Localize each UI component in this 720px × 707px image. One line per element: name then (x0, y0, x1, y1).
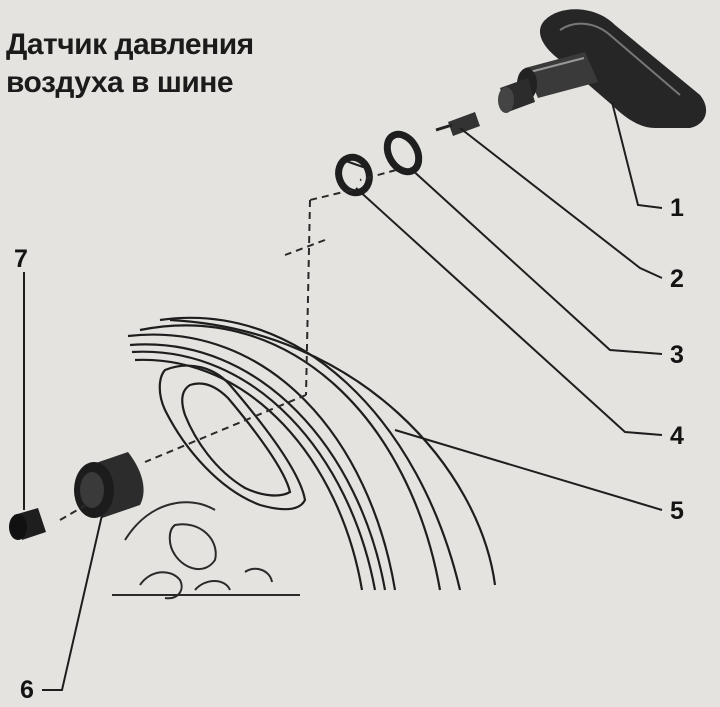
assembly-axis (59, 169, 397, 521)
valve-stem (498, 52, 598, 113)
callout-3: 3 (670, 341, 684, 369)
title-line-1: Датчик давления (6, 28, 254, 61)
diagram-title: Датчик давления воздуха в шине (6, 26, 254, 102)
wheel-hub (112, 501, 300, 600)
leader-lines (23, 101, 663, 691)
dust-cap (9, 508, 46, 540)
valve-core (435, 112, 480, 136)
washer (383, 130, 423, 176)
callout-7: 7 (14, 245, 28, 273)
wheel-rim (127, 316, 497, 591)
sensor-body (540, 9, 707, 128)
rim-spoke-opening (158, 364, 307, 511)
callout-4: 4 (670, 422, 684, 450)
callout-1: 1 (670, 194, 684, 222)
title-line-2: воздуха в шине (6, 66, 234, 99)
callout-5: 5 (670, 497, 684, 525)
seal-ring (335, 153, 373, 197)
callout-2: 2 (670, 265, 684, 293)
cap-nut (74, 452, 144, 518)
callout-6: 6 (20, 676, 34, 704)
